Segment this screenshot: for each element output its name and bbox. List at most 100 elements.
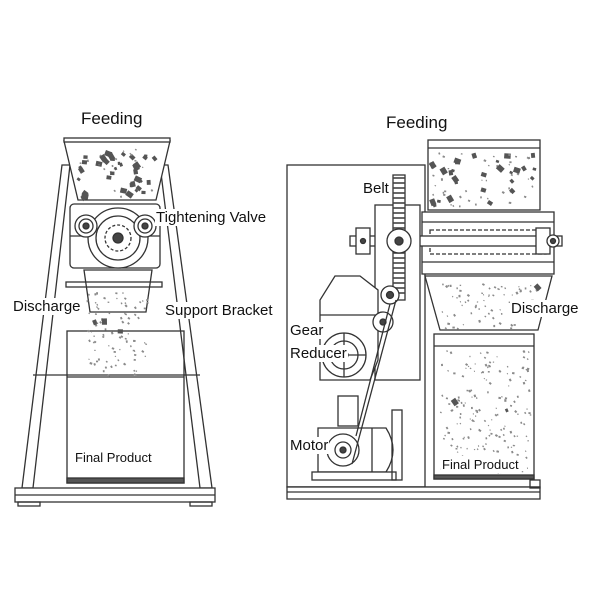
particle: [120, 151, 126, 157]
particle: [442, 193, 446, 197]
particle: [495, 164, 505, 173]
particle: [142, 154, 148, 161]
particle: [524, 450, 527, 453]
particle: [119, 316, 123, 320]
particle: [128, 153, 136, 161]
particle: [466, 389, 469, 392]
particle: [96, 360, 99, 363]
particle: [508, 153, 511, 157]
particle: [514, 410, 518, 414]
particle: [459, 422, 462, 425]
particle: [110, 171, 115, 176]
particle: [146, 299, 149, 302]
particle: [511, 450, 514, 454]
particle: [456, 327, 460, 330]
particle: [120, 302, 123, 305]
particle: [83, 155, 88, 159]
particle: [469, 418, 471, 420]
particle: [110, 157, 115, 162]
particle: [487, 424, 490, 427]
particle: [488, 434, 491, 437]
particle: [477, 445, 480, 447]
particle: [451, 409, 454, 412]
particle: [113, 166, 118, 171]
particle: [132, 349, 135, 352]
particle: [129, 345, 132, 348]
particle: [531, 185, 534, 188]
particle: [446, 194, 455, 204]
particle: [145, 343, 148, 346]
particle: [86, 300, 89, 303]
particle: [492, 361, 495, 363]
particle: [519, 289, 522, 293]
particle: [90, 330, 93, 333]
particle: [526, 408, 528, 410]
particle: [445, 426, 449, 430]
particle: [439, 166, 448, 176]
particle: [517, 413, 519, 416]
particle: [444, 190, 447, 193]
particle: [508, 301, 511, 304]
particle: [500, 428, 503, 432]
particle: [490, 309, 494, 312]
particle: [498, 369, 502, 373]
particle: [498, 435, 501, 439]
particle: [481, 371, 485, 374]
particle: [529, 175, 535, 181]
particle: [96, 303, 99, 306]
particle: [450, 397, 459, 407]
particle: [520, 421, 523, 424]
particle: [95, 306, 99, 309]
particle: [110, 331, 114, 335]
particle: [510, 446, 513, 448]
particle: [138, 301, 142, 304]
particle: [483, 377, 486, 380]
particle: [78, 165, 83, 171]
particle: [499, 308, 501, 311]
particle: [117, 359, 120, 362]
particle: [508, 201, 512, 205]
particle: [453, 313, 457, 317]
particle: [464, 402, 467, 404]
particle: [119, 187, 128, 194]
particle: [450, 204, 452, 206]
particle: [134, 148, 137, 151]
particle: [107, 374, 111, 378]
particle: [526, 358, 529, 361]
particle: [93, 340, 97, 344]
particle: [492, 294, 495, 297]
particle: [450, 409, 454, 412]
particle: [116, 297, 118, 300]
particle: [456, 423, 458, 425]
particle: [458, 195, 462, 199]
particle: [95, 160, 103, 167]
particle: [133, 358, 136, 361]
particle: [500, 285, 503, 288]
particle: [488, 361, 492, 364]
particle: [113, 189, 116, 193]
particle: [137, 316, 140, 320]
particle: [456, 287, 458, 290]
particle: [459, 289, 462, 292]
left-final-product-label: Final Product: [74, 449, 153, 466]
particle: [452, 204, 455, 208]
particle: [438, 152, 441, 155]
tightening-valve-label: Tightening Valve: [155, 209, 268, 226]
particle: [480, 187, 487, 193]
particle: [483, 159, 487, 162]
particle: [87, 329, 90, 333]
particle: [94, 293, 97, 296]
right-shaft: [349, 235, 563, 247]
particle: [512, 444, 515, 447]
particle: [527, 440, 529, 442]
particle: [441, 363, 443, 367]
particle: [134, 159, 137, 162]
particle: [506, 365, 509, 368]
particle: [484, 315, 487, 318]
particle: [92, 341, 95, 344]
particle: [458, 294, 461, 298]
particle: [523, 195, 527, 199]
particle: [432, 193, 435, 196]
particle: [504, 287, 507, 290]
particle: [121, 320, 125, 324]
